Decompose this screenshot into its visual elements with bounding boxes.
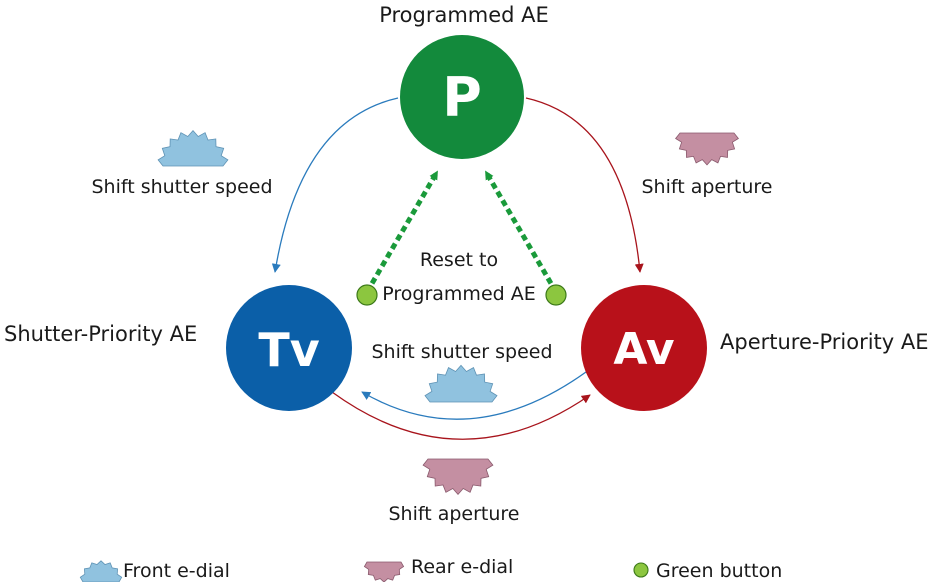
rear-e-dial-icon	[363, 561, 405, 582]
front-e-dial-icon	[157, 129, 229, 167]
node-shutter-priority-ae: Tv	[226, 285, 352, 411]
arrow-tv-to-av	[331, 391, 591, 440]
front-dial-shape	[424, 364, 498, 403]
rear-e-dial-icon	[675, 132, 739, 166]
legend: Front e-dial Rear e-dial Green button	[79, 556, 782, 582]
title-aperture-priority-ae: Aperture-Priority AE	[720, 330, 929, 354]
node-aperture-priority-ae: Av	[581, 285, 707, 411]
label-tv-to-av: Shift aperture	[388, 503, 519, 525]
arrow-p-to-av	[525, 97, 644, 273]
green-button-icon	[633, 562, 649, 578]
node-av-circle	[581, 285, 707, 411]
rear-dial-shape	[422, 458, 494, 496]
front-e-dial-icon	[424, 364, 498, 403]
label-p-to-av: Shift aperture	[641, 176, 772, 198]
front-dial-shape	[157, 129, 229, 167]
green-button-icon	[545, 284, 567, 306]
label-av-to-tv: Shift shutter speed	[371, 341, 552, 363]
label-reset-line2: Programmed AE	[382, 283, 535, 305]
front-e-dial-icon	[79, 560, 123, 582]
arrow-p-to-tv	[271, 97, 399, 273]
legend-rear-e-dial: Rear e-dial	[411, 556, 513, 578]
front-dial-shape	[79, 560, 123, 582]
rear-dial-shape	[675, 132, 739, 166]
arrow-av-to-tv	[361, 371, 587, 420]
green-button-icon	[356, 284, 378, 306]
node-programmed-ae: P	[400, 35, 524, 159]
reset-arrow-right	[483, 170, 559, 294]
rear-dial-shape	[363, 561, 405, 582]
node-tv-letter: Tv	[258, 323, 319, 377]
rear-e-dial-icon	[422, 458, 494, 496]
reset-arrow-left	[364, 170, 440, 294]
node-p-letter: P	[442, 66, 482, 129]
title-programmed-ae: Programmed AE	[379, 3, 549, 27]
label-p-to-tv: Shift shutter speed	[91, 176, 272, 198]
legend-green-button: Green button	[656, 560, 782, 582]
node-tv-circle	[226, 285, 352, 411]
node-p-circle	[400, 35, 524, 159]
title-shutter-priority-ae: Shutter-Priority AE	[4, 322, 197, 346]
label-reset-line1: Reset to	[420, 249, 498, 271]
legend-front-e-dial: Front e-dial	[123, 560, 230, 582]
node-av-letter: Av	[613, 324, 674, 375]
